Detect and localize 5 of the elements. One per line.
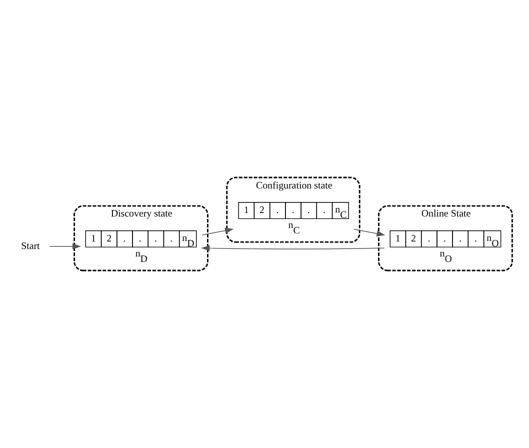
arrow [354,228,386,236]
arrow [49,243,82,250]
arrow [202,228,234,236]
node-text: Start [21,240,40,252]
arrow [201,245,385,252]
